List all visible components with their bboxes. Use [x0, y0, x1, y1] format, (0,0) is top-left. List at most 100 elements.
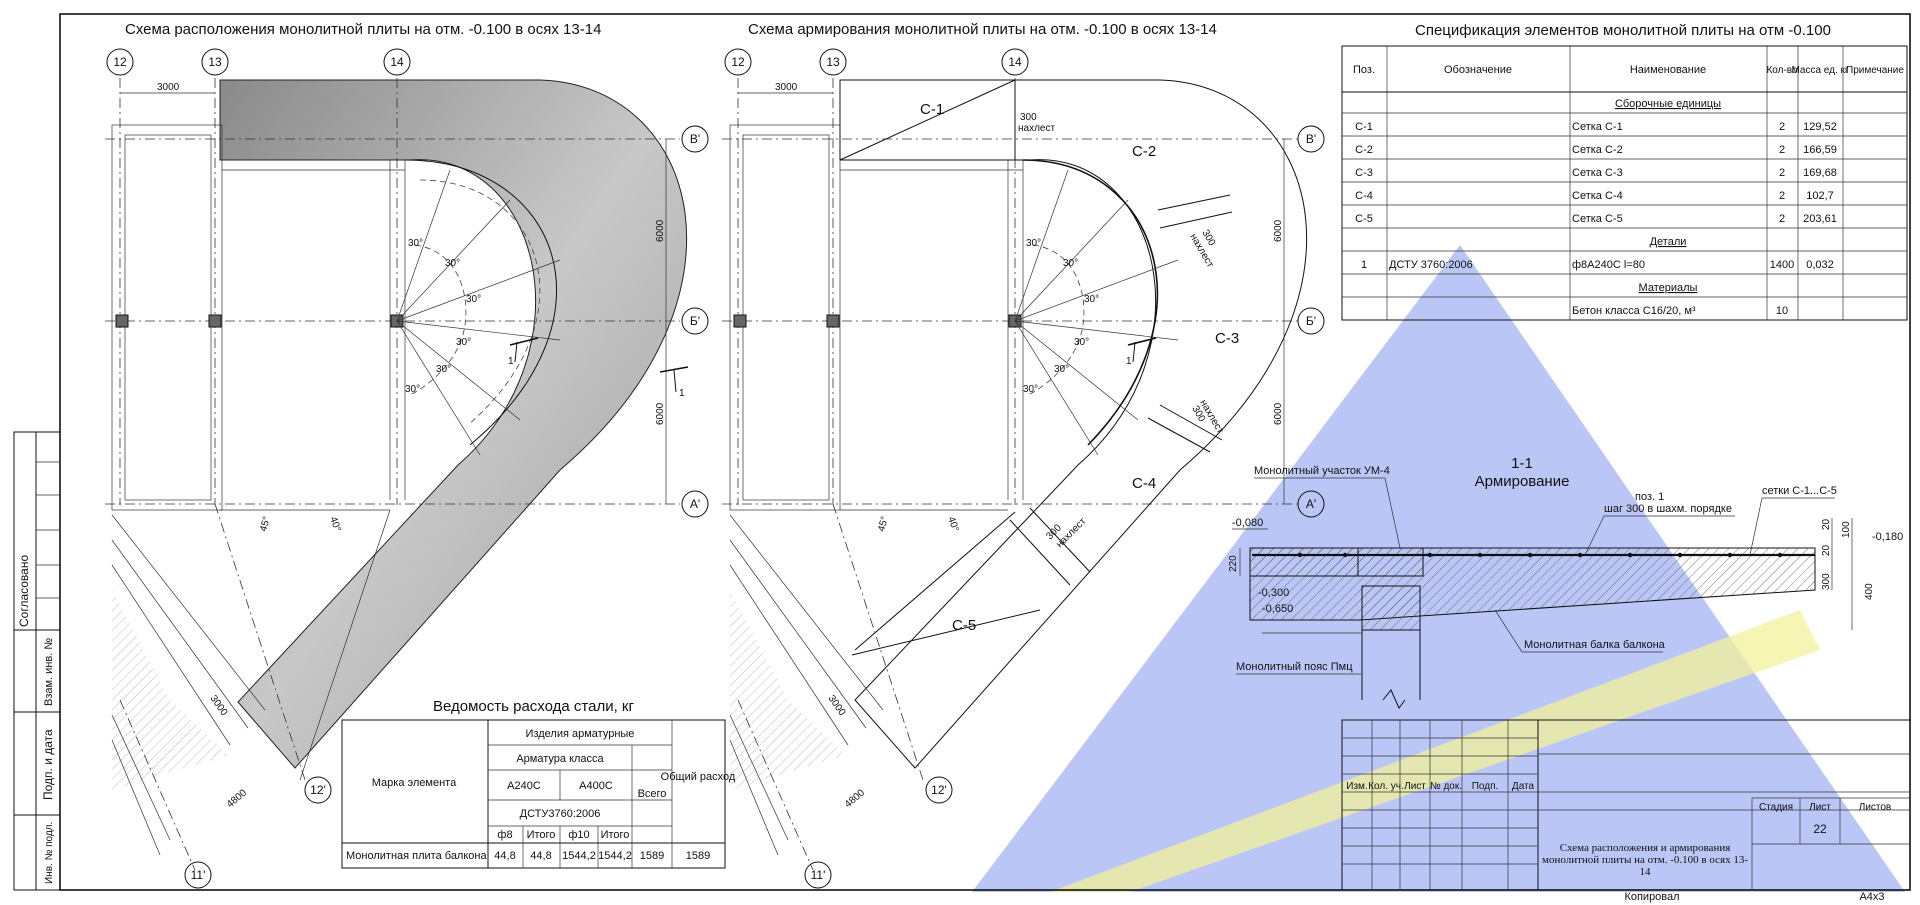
spec-row-qty: 2 [1779, 190, 1785, 202]
steel-h-itogo2: Итого [601, 829, 630, 841]
spec-row-pos: С-2 [1355, 144, 1373, 156]
plan1-angle-2: 30° [445, 258, 460, 269]
tb-drawing-title-box: Схема расположения и армирования монолит… [1542, 842, 1748, 878]
spec-h-note: Примечание [1846, 65, 1904, 76]
section-dim-220: 220 [1228, 555, 1239, 572]
spec-group-details: Детали [1650, 236, 1687, 248]
stamp-agreed: Согласовано [17, 555, 31, 627]
plan2-angle-2: 30° [1063, 258, 1078, 269]
section-dim-100: 100 [1841, 521, 1852, 538]
tb-col-kol: Кол. уч. [1368, 781, 1404, 792]
spec-h-name: Наименование [1630, 64, 1706, 76]
plan2-angle-1: 30° [1026, 238, 1041, 249]
plan2-axis-12p: 12' [931, 783, 947, 797]
spec-detail-name: ф8А240С l=80 [1572, 259, 1645, 271]
plan2-dim-3000b: 3000 [826, 693, 848, 718]
section-level-4: -0,180 [1872, 531, 1903, 543]
plan1-axis-11p: 11' [191, 868, 206, 882]
plan1-slab-shading [219, 79, 687, 769]
tb-col-date: Дата [1512, 781, 1535, 792]
section-label-meshes: сетки С-1...С-5 [1762, 485, 1837, 497]
plan1-angle-4: 30° [456, 337, 471, 348]
plan2-section-mark: 1 [1126, 356, 1132, 367]
steel-row-total: 1589 [640, 850, 664, 862]
plan2-axis-11p: 11' [811, 868, 826, 882]
section-title-1: 1-1 [1511, 455, 1533, 472]
steel-h-products: Изделия арматурные [526, 728, 635, 740]
watermark-yellow-band [1050, 610, 1820, 892]
plan2-mesh-c1: С-1 [920, 101, 944, 118]
plan2-angle-6: 30° [1023, 384, 1038, 395]
plan2-angle-3: 30° [1084, 294, 1099, 305]
plan1-axis-13: 13 [208, 55, 222, 69]
spec-row-pos: С-1 [1355, 121, 1373, 133]
steel-row-f10: 1544,2 [562, 850, 596, 862]
spec-row-qty: 2 [1779, 167, 1785, 179]
plan2-mesh-c2: С-2 [1132, 143, 1156, 160]
spec-group-assembly: Сборочные единицы [1615, 98, 1721, 110]
steel-row-name: Монолитная плита балкона [346, 850, 487, 862]
plan1-dim-3000b: 3000 [208, 693, 230, 718]
spec-row-qty: 2 [1779, 213, 1785, 225]
plan2-axis-14: 14 [1008, 55, 1022, 69]
plan2-dim-3000: 3000 [775, 82, 798, 93]
plan2-angle-8: 40° [945, 515, 961, 533]
spec-table: Спецификация элементов монолитной плиты … [1341, 22, 1908, 321]
steel-row-general: 1589 [686, 850, 710, 862]
stamp-inv-vzam: Взам. инв. № [43, 638, 55, 706]
plan1-section-mark-2: 1 [679, 388, 685, 399]
tb-stage: Стадия [1759, 802, 1793, 813]
tb-format: А4х3 [1859, 891, 1884, 903]
steel-h-a400: А400С [579, 780, 613, 792]
plan1-dim-6000-b: 6000 [655, 402, 666, 425]
title-block: Изм. Кол. уч. Лист № док. Подп. Дата Ста… [1341, 719, 1911, 903]
plan2-axis-a: А' [1306, 497, 1316, 511]
plan1-angle-3: 30° [466, 294, 481, 305]
plan2-angle-4: 30° [1074, 337, 1089, 348]
spec-row-qty: 2 [1779, 121, 1785, 133]
stamp-sign-date: Подп. и дата [41, 729, 55, 800]
tb-sheets: Листов [1859, 802, 1892, 813]
spec-h-mass: Масса ед. кг [1791, 65, 1848, 76]
steel-h-f10: ф10 [568, 829, 589, 841]
plan2-dim-6000-a: 6000 [1273, 219, 1284, 242]
spec-row-name: Сетка С-2 [1572, 144, 1623, 156]
spec-row-mass: 166,59 [1803, 144, 1837, 156]
plan1-axis-12p: 12' [310, 783, 326, 797]
tb-copied: Копировал [1624, 891, 1679, 903]
steel-h-class: Арматура класса [516, 753, 604, 765]
spec-detail-mass: 0,032 [1806, 259, 1834, 271]
plan2-axis-12: 12 [731, 55, 745, 69]
section-label-step: шаг 300 в шахм. порядке [1604, 503, 1732, 515]
plan1-angle-7: 45° [258, 515, 273, 532]
tb-sheet: Лист [1809, 802, 1831, 813]
plan2-axis-b: Б' [1306, 314, 1316, 328]
stamp-inv-podl: Инв. № подл. [44, 822, 55, 884]
spec-detail-designation: ДСТУ 3760:2006 [1389, 259, 1473, 271]
steel-h-mark: Марка элемента [372, 777, 457, 789]
steel-h-f8: ф8 [497, 829, 512, 841]
spec-row-name: Сетка С-5 [1572, 213, 1623, 225]
section-label-beam: Монолитная балка балкона [1524, 639, 1666, 651]
steel-h-a240: А240С [507, 780, 541, 792]
section-level-2: -0,300 [1258, 587, 1289, 599]
section-level-3: -0,650 [1262, 603, 1293, 615]
tb-drawing-title: Схема расположения и армирования монолит… [1542, 842, 1748, 878]
steel-title: Ведомость расхода стали, кг [433, 698, 634, 715]
steel-table: Ведомость расхода стали, кг Изделия арма… [341, 698, 736, 869]
plan2-lap-300-a: 300 [1020, 112, 1037, 123]
section-label-pos1: поз. 1 [1635, 491, 1664, 503]
section-dim-20a: 20 [1821, 518, 1832, 530]
plan1-dim-3000: 3000 [157, 82, 180, 93]
plan2-mesh-c5: С-5 [952, 617, 976, 634]
spec-row-name: Сетка С-4 [1572, 190, 1623, 202]
plan1-section-mark-1: 1 [508, 356, 514, 367]
plan1-angle-1: 30° [408, 238, 423, 249]
spec-material-name: Бетон класса С16/20, м³ [1572, 305, 1696, 317]
plan2-lap-label-a: нахлест [1018, 123, 1055, 134]
section-label-um4: Монолитный участок УМ-4 [1254, 465, 1390, 477]
section-title-2: Армирование [1475, 473, 1570, 490]
steel-row-it1: 44,8 [530, 850, 551, 862]
plan2-mesh-c4: С-4 [1132, 475, 1156, 492]
